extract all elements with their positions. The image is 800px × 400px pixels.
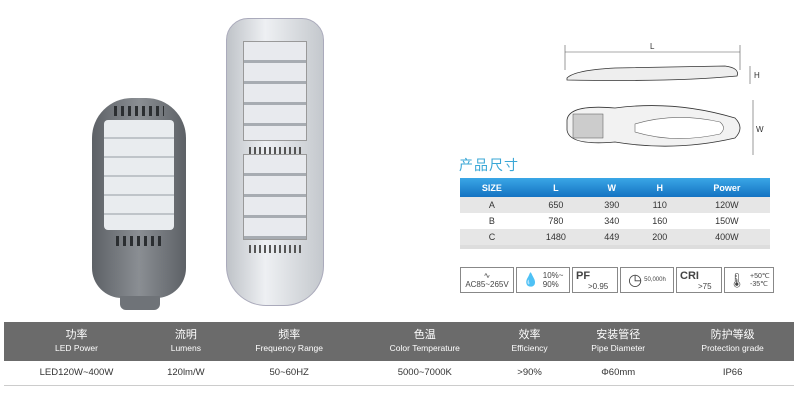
spec-icons: ∿ AC85~265V 💧 10%~90% PF >0.95 ◷ 50,000h… (460, 267, 774, 293)
led-module (243, 154, 307, 240)
ac-wave-icon: ∿ (483, 271, 491, 280)
led-module (104, 120, 174, 230)
dim-label-w: W (756, 125, 764, 134)
spec-text: -35℃ (750, 281, 768, 288)
cell: 160 (652, 216, 668, 226)
spec-text: AC85~265V (465, 280, 509, 289)
spec-text: >75 (698, 281, 712, 291)
cell: 50~60HZ (222, 361, 356, 386)
spec-text: 10%~ (542, 271, 564, 280)
led-module (243, 41, 307, 141)
col-size: SIZE (460, 178, 524, 197)
vent-slots (249, 147, 301, 155)
clock-icon: ◷ (628, 272, 643, 289)
size-section-title: 产品尺寸 (459, 157, 519, 173)
table-row: LED120W~400W 120lm/W 50~60HZ 5000~7000K … (4, 361, 794, 386)
dim-label-h: H (754, 71, 760, 80)
spec-humidity: 💧 10%~90% (516, 267, 570, 293)
cell: 120lm/W (148, 361, 223, 386)
spec-text: 90% (542, 280, 559, 289)
cell: 150W (715, 216, 739, 226)
thermometer-icon: 🌡 (728, 271, 747, 288)
vent-slots (114, 106, 164, 116)
cell: 200 (635, 229, 684, 245)
dim-label-l: L (650, 42, 655, 51)
cell: 449 (587, 229, 636, 245)
cell: C (460, 229, 524, 245)
spec-voltage: ∿ AC85~265V (460, 267, 514, 293)
cell: 340 (604, 216, 620, 226)
table-row: B 780 340 160 150W (460, 213, 770, 229)
vent-slots (249, 245, 301, 253)
cell: 390 (587, 197, 636, 213)
col-h: H (635, 178, 684, 197)
cell: 780 (548, 216, 564, 226)
cell: >90% (493, 361, 566, 386)
cell: 1480 (523, 229, 588, 245)
col-power: Power (683, 178, 770, 197)
vent-slots (116, 236, 162, 246)
spec-text: +50℃ (750, 273, 770, 280)
cell: Φ60mm (565, 361, 672, 386)
cell: LED120W~400W (4, 361, 149, 386)
spec-lifetime: ◷ 50,000h (620, 267, 674, 293)
size-table-header: SIZE L W H Power (460, 178, 770, 197)
pole-mount (120, 296, 160, 310)
col-w: W (587, 178, 636, 197)
cell: 650 (523, 197, 588, 213)
cell: 400W (683, 229, 770, 245)
pf-icon: PF (576, 269, 591, 282)
spec-text: >0.95 (588, 281, 609, 291)
spec-cri: CRI >75 (676, 267, 722, 293)
large-street-light-image (226, 18, 324, 306)
col-l: L (523, 178, 588, 197)
cell: IP66 (671, 361, 794, 386)
dimension-drawing: L H W (564, 42, 764, 155)
cell: 110 (635, 197, 684, 213)
cell: 120W (683, 197, 770, 213)
small-street-light-image (92, 98, 186, 310)
humidity-drops-icon: 💧 (522, 272, 539, 287)
cri-icon: CRI (680, 269, 699, 282)
spec-text: 50,000h (644, 277, 666, 283)
spec-pf: PF >0.95 (572, 267, 618, 293)
cell: B (488, 216, 495, 226)
spec-temperature: 🌡 +50℃-35℃ (724, 267, 774, 293)
cell: A (460, 197, 524, 213)
cell: 5000~7000K (355, 361, 494, 386)
